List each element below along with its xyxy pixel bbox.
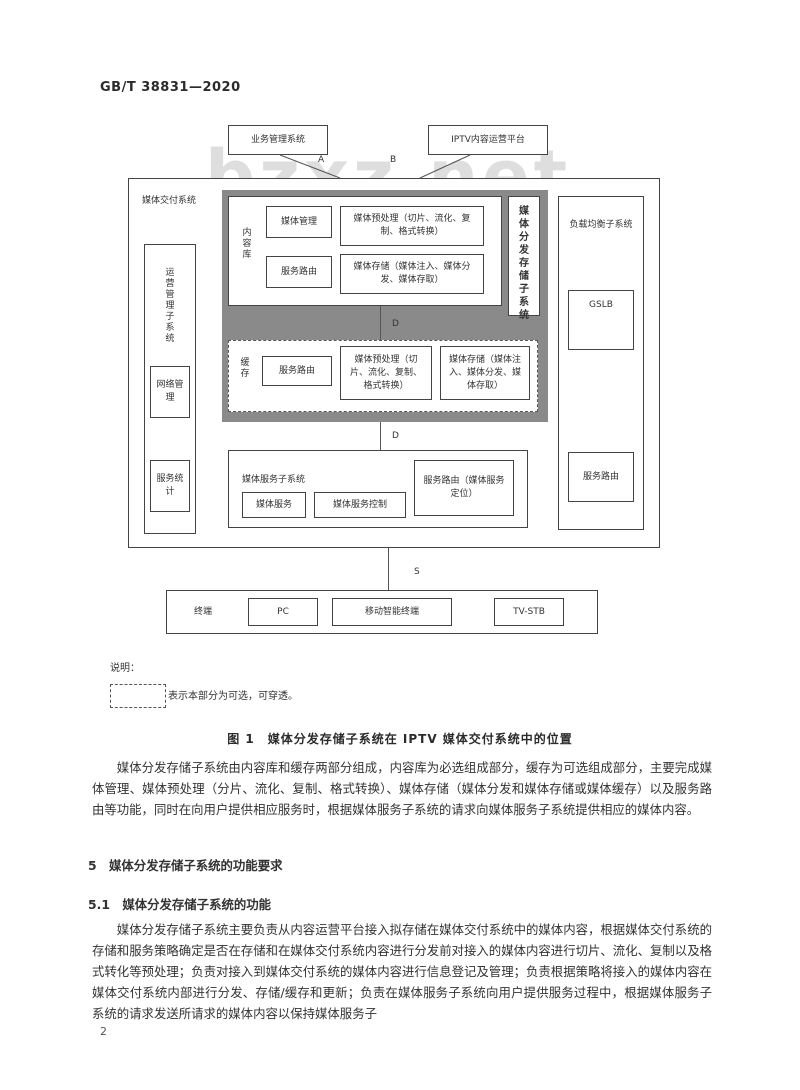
- ops-subsystem-label: 运营管理子系统: [165, 268, 175, 344]
- interface-d2: D: [392, 431, 399, 441]
- interface-b: B: [390, 155, 397, 165]
- business-mgmt-label: 业务管理系统: [250, 134, 305, 145]
- cache-preprocess-box: 媒体预处理（切片、流化、复制、格式转换）: [340, 346, 432, 400]
- connector-lines: [279, 154, 471, 179]
- service-routing-box: 服务路由: [266, 256, 332, 288]
- page-number: 2: [100, 1025, 107, 1038]
- lb-routing-label: 服务路由: [582, 471, 619, 482]
- media-service-box: 媒体服务: [242, 492, 306, 518]
- section-5-1-heading: 5.1 媒体分发存储子系统的功能: [88, 897, 272, 912]
- section-5-heading: 5 媒体分发存储子系统的功能要求: [88, 858, 283, 873]
- cache-preprocess-label: 媒体预处理（切片、流化、复制、格式转换）: [349, 354, 422, 391]
- dist-storage-subsystem-label-box: 媒体分发存储子系统: [508, 196, 540, 321]
- legend-desc: 表示本部分为可选，可穿透。: [168, 691, 298, 702]
- connector-d1: [380, 306, 381, 340]
- standard-number: GB/T 38831—2020: [100, 80, 241, 95]
- media-service-routing-label: 服务路由（媒体服务定位）: [423, 476, 505, 499]
- media-service-control-box: 媒体服务控制: [314, 492, 406, 518]
- service-stats-label: 服务统计: [156, 474, 184, 497]
- cache-routing-box: 服务路由: [262, 356, 332, 386]
- iptv-platform-box: IPTV内容运营平台: [428, 125, 548, 155]
- media-service-subsystem-label: 媒体服务子系统: [242, 475, 306, 485]
- cache-routing-label: 服务路由: [278, 365, 315, 376]
- service-routing-label: 服务路由: [280, 266, 317, 277]
- interface-a: A: [318, 155, 325, 165]
- cache-storage-box: 媒体存储（媒体注入、媒体分发、媒体存取）: [440, 346, 530, 400]
- media-storage-box: 媒体存储（媒体注入、媒体分发、媒体存取）: [340, 254, 484, 294]
- network-mgmt-box: 网络管理: [150, 366, 190, 418]
- stb-box: TV-STB: [494, 598, 564, 626]
- iptv-platform-label: IPTV内容运营平台: [451, 134, 525, 145]
- media-mgmt-label: 媒体管理: [280, 216, 317, 227]
- connector-s: [388, 548, 389, 590]
- media-service-routing-box: 服务路由（媒体服务定位）: [414, 460, 514, 516]
- service-stats-box: 服务统计: [150, 460, 190, 512]
- media-preprocess-box: 媒体预处理（切片、流化、复制、格式转换）: [340, 206, 484, 246]
- interface-d1: D: [392, 319, 399, 329]
- media-preprocess-label: 媒体预处理（切片、流化、复制、格式转换）: [353, 214, 471, 237]
- business-mgmt-box: 业务管理系统: [228, 125, 328, 155]
- dist-storage-subsystem-label: 媒体分发存储子系统: [519, 206, 529, 321]
- media-mgmt-box: 媒体管理: [266, 206, 332, 238]
- gslb-box: GSLB: [568, 290, 634, 350]
- network-mgmt-label: 网络管理: [156, 380, 184, 403]
- terminal-label: 终端: [194, 607, 213, 617]
- media-service-control-label: 媒体服务控制: [332, 499, 387, 510]
- paragraph-1: 媒体分发存储子系统由内容库和缓存两部分组成，内容库为必选组成部分，缓存为可选组成…: [92, 760, 712, 817]
- mobile-box: 移动智能终端: [332, 598, 452, 626]
- figure-caption: 图 1 媒体分发存储子系统在 IPTV 媒体交付系统中的位置: [227, 732, 573, 746]
- lb-subsystem-label: 负载均衡子系统: [569, 219, 633, 230]
- pc-box: PC: [248, 598, 318, 626]
- cache-storage-label: 媒体存储（媒体注入、媒体分发、媒体存取）: [448, 354, 521, 391]
- connector-d2: [380, 422, 381, 450]
- lb-routing-box: 服务路由: [568, 452, 634, 502]
- interface-s: S: [414, 567, 420, 577]
- stb-label: TV-STB: [513, 606, 545, 617]
- media-service-label: 媒体服务: [255, 499, 292, 510]
- legend-title: 说明：: [110, 663, 140, 674]
- paragraph-2: 媒体分发存储子系统主要负责从内容运营平台接入拟存储在媒体交付系统中的媒体内容，根…: [92, 922, 712, 1021]
- media-delivery-system-label: 媒体交付系统: [142, 196, 197, 206]
- mobile-label: 移动智能终端: [364, 606, 419, 617]
- gslb-label: GSLB: [589, 300, 613, 310]
- pc-label: PC: [277, 606, 289, 617]
- media-storage-label: 媒体存储（媒体注入、媒体分发、媒体存取）: [353, 262, 471, 285]
- content-library-label: 内容库: [242, 228, 252, 260]
- legend-dashed-sample: [110, 684, 166, 708]
- cache-label: 缓存: [240, 358, 250, 379]
